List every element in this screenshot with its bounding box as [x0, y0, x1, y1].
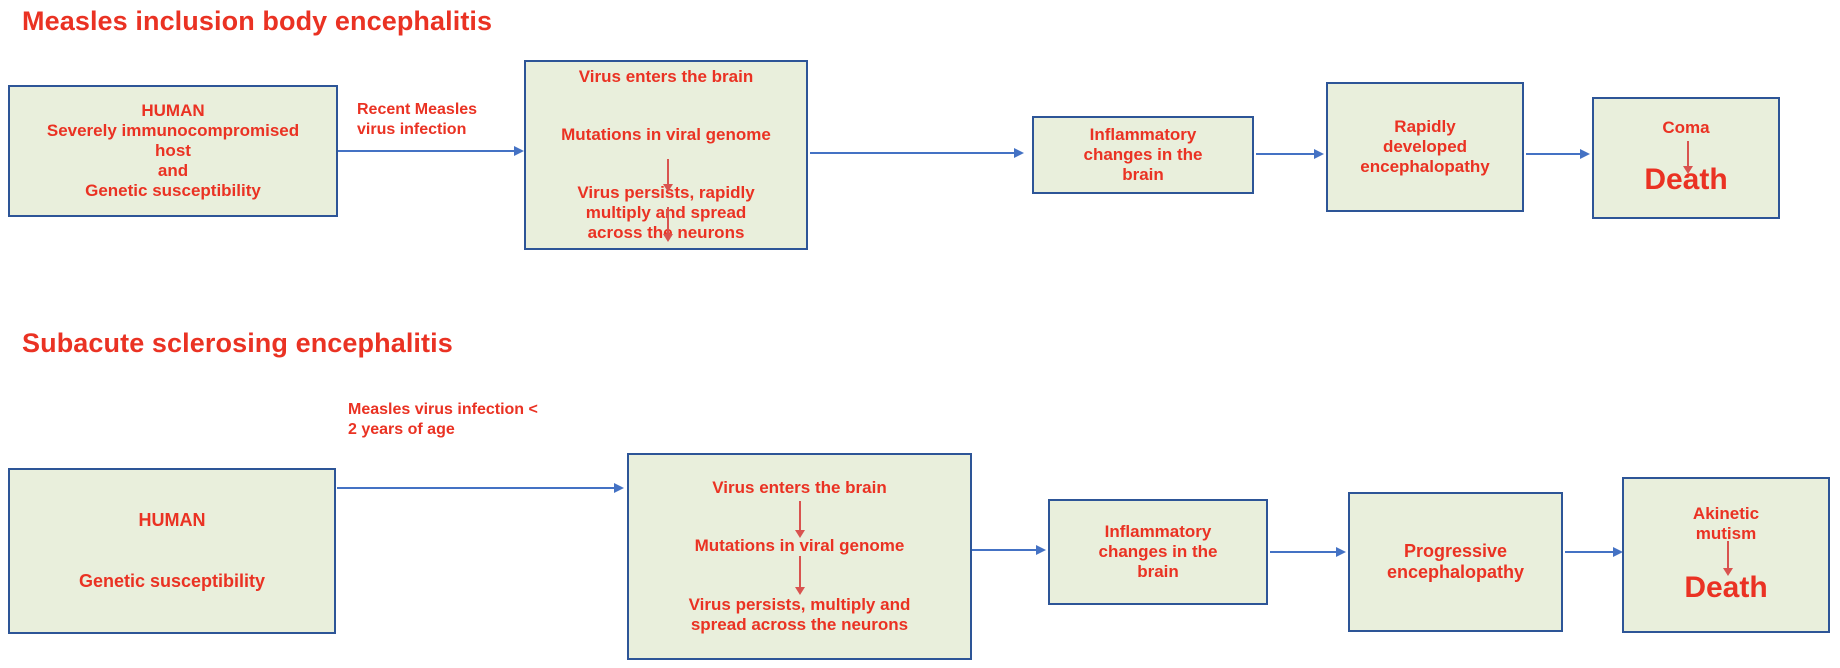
edge-label-line: Recent Measles — [357, 101, 478, 118]
section-title-mibe: Measles inclusion body encephalitis — [22, 6, 493, 36]
box-line: brain — [1137, 562, 1179, 582]
box-line: encephalopathy — [1360, 157, 1490, 177]
box-line: across the neurons — [587, 223, 745, 243]
connector-arrow-sspe-4 — [1565, 547, 1623, 557]
edge-label-line: virus infection — [357, 120, 467, 138]
box-line: changes in the — [1083, 144, 1203, 164]
edge-label-sspe-infection: Measles virus infection < 2 years of age — [348, 400, 538, 439]
box-line: Genetic susceptibility — [85, 181, 261, 201]
box-line: host — [155, 140, 191, 160]
connector-arrow-mibe-2 — [810, 148, 1024, 158]
down-arrow-icon — [663, 207, 673, 242]
box-sspe-host: HUMAN Genetic susceptibility — [8, 468, 336, 634]
box-line: Coma — [1662, 118, 1710, 138]
box-line: changes in the — [1098, 541, 1218, 561]
box-line: developed — [1382, 136, 1468, 156]
box-line: Inflammatory — [1104, 521, 1212, 541]
box-sspe-inflammation: Inflammatory changes in the brain — [1048, 499, 1268, 605]
box-line: multiply and spread — [585, 203, 747, 223]
box-line: Akinetic — [1692, 504, 1760, 524]
box-line: Mutations in viral genome — [561, 124, 771, 144]
box-line: Rapidly — [1394, 116, 1456, 136]
down-arrow-icon — [795, 501, 805, 538]
box-mibe-brain: Virus enters the brain Mutations in vira… — [524, 60, 808, 250]
connector-arrow-mibe-3 — [1256, 149, 1324, 159]
box-line: mutism — [1695, 524, 1757, 544]
box-line: HUMAN — [141, 100, 205, 120]
edge-label-line: age — [427, 420, 455, 438]
connector-arrow-sspe-2 — [972, 545, 1046, 555]
box-line: Virus persists, multiply and — [688, 594, 911, 614]
edge-label-mibe-infection: Recent Measles virus infection — [357, 100, 517, 139]
edge-label-line: Measles virus — [348, 401, 453, 418]
connector-arrow-mibe-1 — [338, 146, 524, 156]
box-line: Virus persists, rapidly — [577, 182, 755, 202]
box-line: brain — [1122, 165, 1164, 185]
connector-arrow-mibe-4 — [1526, 149, 1590, 159]
section-title-sspe: Subacute sclerosing encephalitis — [22, 328, 453, 358]
box-line: Virus enters the brain — [578, 66, 754, 86]
box-mibe-outcome: Coma Death — [1592, 97, 1780, 219]
down-arrow-icon — [795, 556, 805, 595]
box-line: Virus enters the brain — [712, 478, 887, 498]
box-mibe-encephalopathy: Rapidly developed encephalopathy — [1326, 82, 1524, 212]
box-mibe-host: HUMAN Severely immunocompromised host an… — [8, 85, 338, 217]
box-line: Death — [1684, 571, 1768, 605]
down-arrow-icon — [1723, 541, 1733, 576]
box-line: and — [157, 161, 189, 181]
connector-arrow-sspe-3 — [1270, 547, 1346, 557]
connector-arrow-sspe-1 — [337, 483, 624, 493]
box-line: HUMAN — [138, 509, 206, 530]
box-line: encephalopathy — [1386, 562, 1525, 582]
down-arrow-icon — [663, 159, 673, 192]
box-line: Mutations in viral genome — [694, 536, 905, 556]
down-arrow-icon — [1683, 141, 1693, 174]
box-line: Severely immunocompromised — [46, 120, 300, 140]
box-sspe-outcome: Akinetic mutism Death — [1622, 477, 1830, 633]
box-sspe-brain: Virus enters the brain Mutations in vira… — [627, 453, 972, 660]
edge-label-line: infection < 2 years of — [348, 401, 538, 438]
box-line: spread across the neurons — [690, 614, 909, 634]
box-sspe-encephalopathy: Progressive encephalopathy — [1348, 492, 1563, 632]
box-line: Progressive — [1403, 540, 1508, 561]
box-line: Genetic susceptibility — [78, 571, 266, 591]
box-line: Inflammatory — [1089, 124, 1197, 144]
box-mibe-inflammation: Inflammatory changes in the brain — [1032, 116, 1254, 194]
